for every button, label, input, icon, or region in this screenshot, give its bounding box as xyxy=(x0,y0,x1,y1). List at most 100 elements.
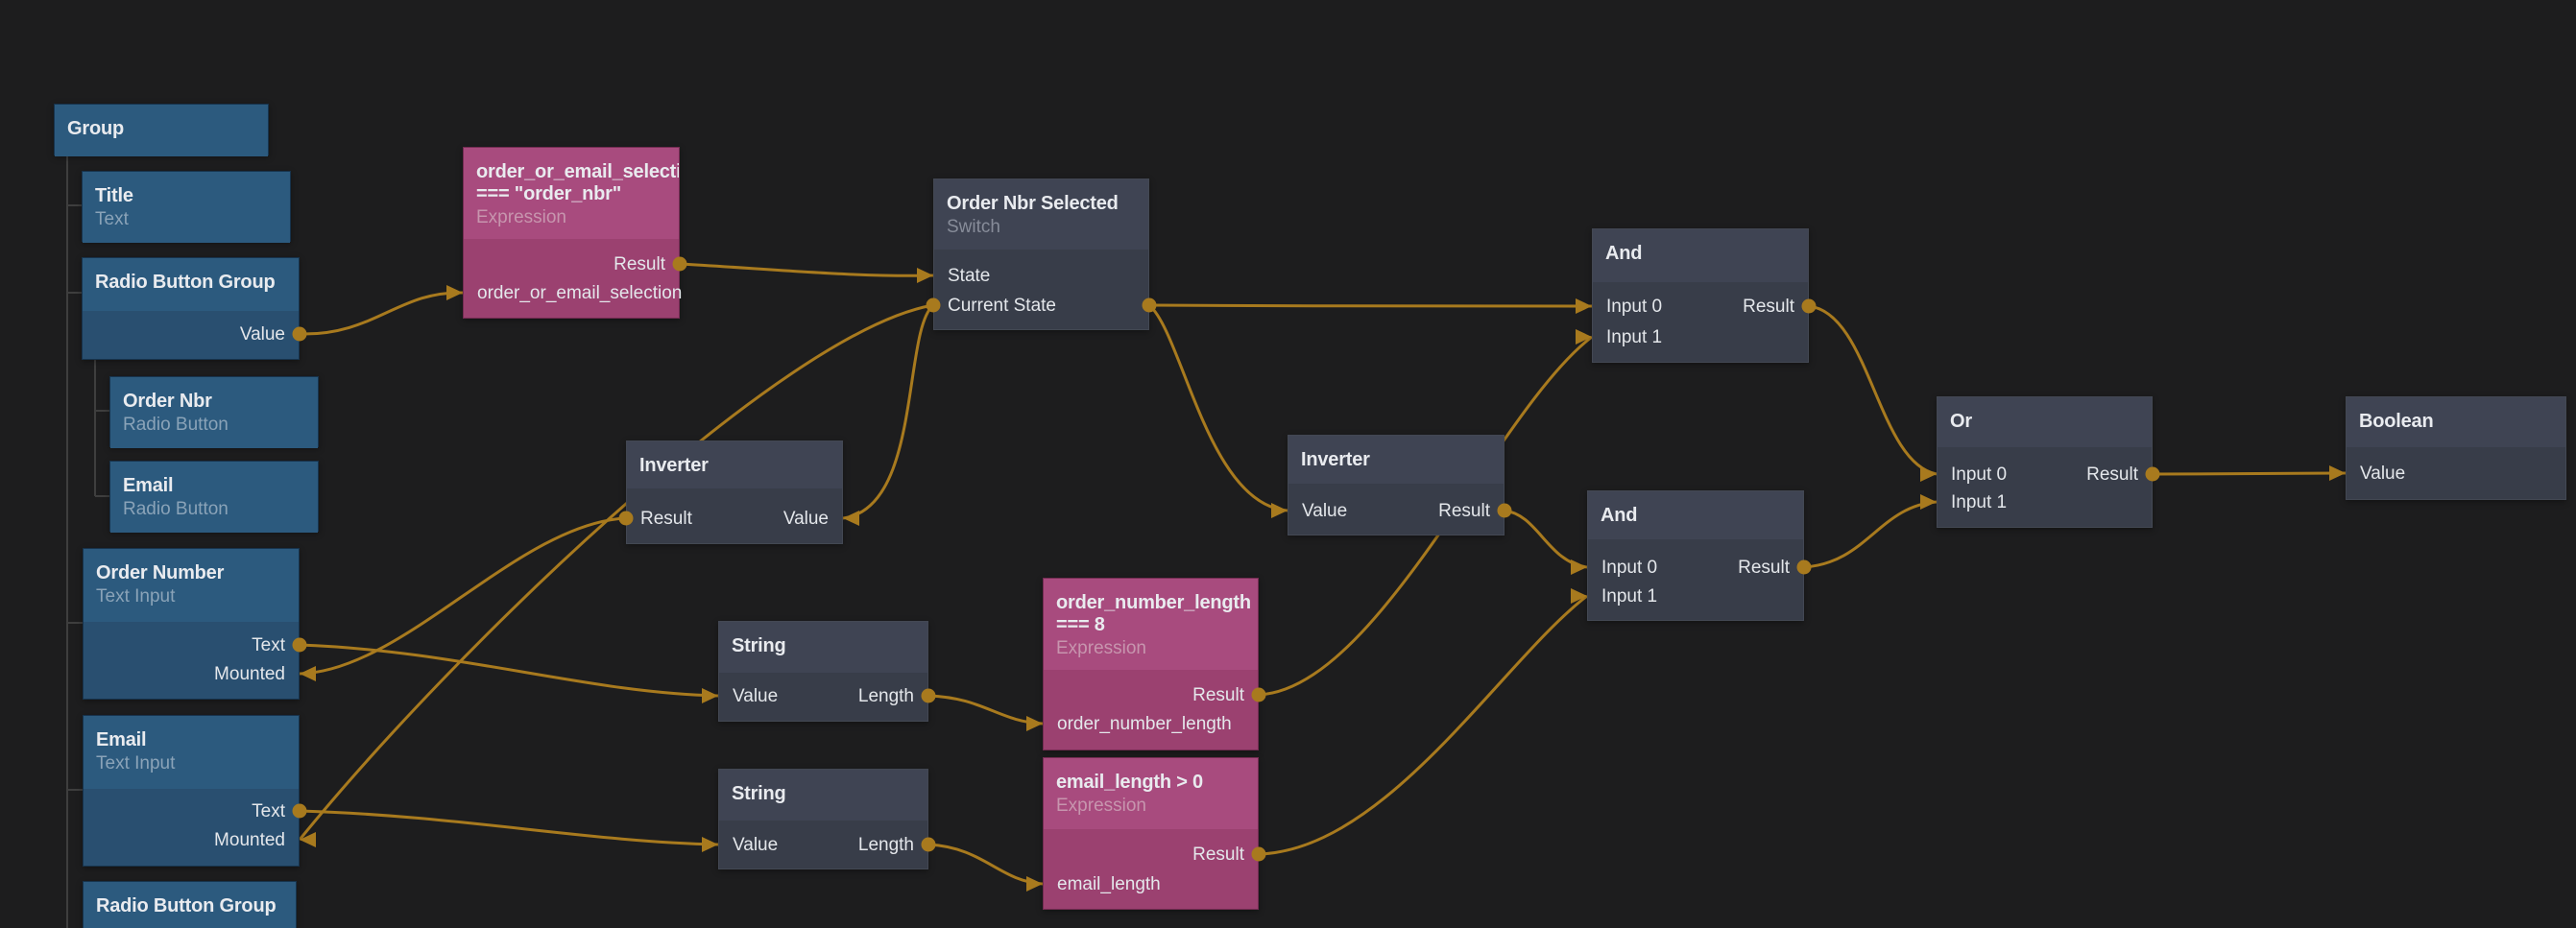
node-header[interactable]: String xyxy=(719,770,927,821)
node-header[interactable]: Inverter xyxy=(1288,436,1504,484)
node-title: And xyxy=(1601,505,1638,526)
output-port-dot[interactable] xyxy=(292,326,307,342)
wire-inverter-left-result-to-order-number-mounted[interactable] xyxy=(299,516,627,676)
wire-current-state-to-and-top-input0[interactable] xyxy=(1148,303,1593,308)
output-port-dot[interactable] xyxy=(1142,297,1157,313)
output-port-dot[interactable] xyxy=(921,688,936,703)
wire-expression-result-to-switch-state[interactable] xyxy=(679,262,934,277)
output-port-dot[interactable] xyxy=(1251,846,1266,862)
wire-expr-order-number-length-result-to-and-top-input1[interactable] xyxy=(1258,335,1593,697)
node-header[interactable]: Group xyxy=(55,105,268,156)
port-row: Text xyxy=(84,800,299,823)
input-port-arrow[interactable] xyxy=(1026,876,1043,892)
node-header[interactable]: And xyxy=(1588,491,1803,539)
node-subtitle: Radio Button xyxy=(123,415,229,435)
node-radio-button-group-2[interactable]: Radio Button Group xyxy=(83,881,297,928)
wire-order-number-text-to-string-top-value[interactable] xyxy=(299,643,719,698)
input-port-arrow[interactable] xyxy=(702,688,718,703)
wire-current-state-to-inverter-left-value[interactable] xyxy=(842,303,935,520)
input-port-arrow[interactable] xyxy=(1571,588,1587,604)
output-port-dot[interactable] xyxy=(1497,503,1512,518)
input-port-arrow[interactable] xyxy=(843,511,859,526)
output-port-dot[interactable] xyxy=(292,803,307,819)
input-port-arrow[interactable] xyxy=(1571,559,1587,575)
input-port-arrow[interactable] xyxy=(917,268,933,283)
port-label: order_number_length xyxy=(1057,714,1232,734)
wire-current-state-to-inverter-right-value[interactable] xyxy=(1147,303,1288,512)
input-port-arrow[interactable] xyxy=(2329,465,2346,481)
output-port-dot[interactable] xyxy=(2145,466,2160,482)
node-header[interactable]: Or xyxy=(1938,397,2152,447)
node-header[interactable]: Inverter xyxy=(627,441,842,488)
node-subtitle: Expression xyxy=(1056,638,1146,658)
node-header[interactable]: String xyxy=(719,622,927,673)
input-port-arrow[interactable] xyxy=(1271,503,1288,518)
node-title: Radio Button Group xyxy=(96,895,277,916)
wire-and-bottom-result-to-or-input1[interactable] xyxy=(1803,500,1938,569)
node-header[interactable]: Boolean xyxy=(2347,397,2565,447)
output-port-dot[interactable] xyxy=(926,297,941,313)
wire-and-top-result-to-or-input0[interactable] xyxy=(1808,304,1938,476)
output-port-dot[interactable] xyxy=(672,256,687,272)
output-port-dot[interactable] xyxy=(1251,687,1266,702)
input-port-arrow[interactable] xyxy=(1920,466,1937,482)
input-port-arrow[interactable] xyxy=(1920,494,1937,510)
port-label: Value xyxy=(2360,464,2406,484)
port-label: Input 1 xyxy=(1606,327,1663,347)
node-header[interactable]: Radio Button Group xyxy=(84,882,296,928)
node-header[interactable]: order_or_email_selection=== "order_nbr"E… xyxy=(464,148,679,239)
input-port-arrow[interactable] xyxy=(446,285,463,300)
port-label: Result xyxy=(640,509,692,529)
node-title: order_or_email_selection xyxy=(476,161,679,182)
port-label: Mounted xyxy=(214,664,285,684)
wire-or-result-to-boolean-value[interactable] xyxy=(2152,471,2347,476)
wire-current-state-to-email-mounted[interactable] xyxy=(298,303,934,841)
node-header[interactable]: And xyxy=(1593,229,1808,282)
output-port-dot[interactable] xyxy=(292,637,307,653)
node-group[interactable]: Group xyxy=(54,104,269,156)
input-port-arrow[interactable] xyxy=(300,832,316,847)
wire-email-text-to-string-bottom-value[interactable] xyxy=(299,809,719,846)
node-header[interactable]: Radio Button Group xyxy=(83,258,299,311)
output-port-dot[interactable] xyxy=(1801,298,1817,314)
input-port-arrow[interactable] xyxy=(300,666,316,681)
output-port-dot[interactable] xyxy=(618,511,634,526)
output-port-dot[interactable] xyxy=(1796,559,1812,575)
node-expr-order-or-email[interactable]: order_or_email_selection=== "order_nbr"E… xyxy=(463,147,682,319)
wire-expr-email-length-result-to-and-bottom-input1[interactable] xyxy=(1258,594,1588,856)
input-port-arrow[interactable] xyxy=(1026,716,1043,731)
wire-radio-group-value-to-expression[interactable] xyxy=(299,291,464,336)
output-port-dot[interactable] xyxy=(921,837,936,852)
input-port-arrow[interactable] xyxy=(1576,329,1592,345)
input-port-arrow[interactable] xyxy=(702,837,718,852)
input-port-arrow[interactable] xyxy=(1576,298,1592,314)
